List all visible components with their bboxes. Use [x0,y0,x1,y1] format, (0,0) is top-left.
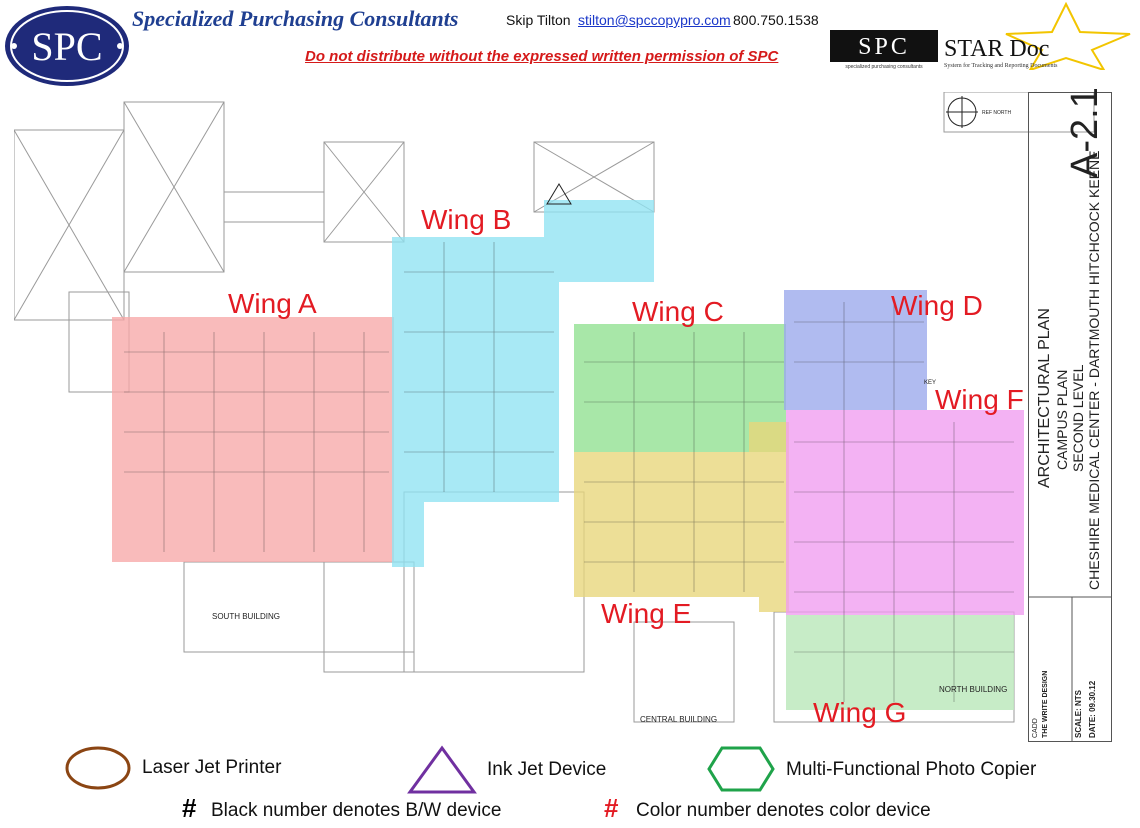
floor-plan: REF NORTH SOUTH BUILDING CENTRAL BUILDIN… [14,92,1095,724]
wing-b-label: Wing B [421,204,512,235]
logo-text: SPC [31,24,102,69]
designer-name: THE WRITE DESIGN [1042,670,1049,738]
key-label: KEY [924,380,936,386]
triangle-icon [407,745,477,794]
stardoc-logo: SPC specialized purchasing consultants S… [830,2,1131,70]
cadd-label: CADD [1032,718,1039,738]
legend-label-laser-jet: Laser Jet Printer [142,757,282,778]
wing-f-region [786,410,1024,615]
spc-logo: SPC [5,6,129,86]
wing-g-region [786,615,1014,710]
date-label: DATE: 09.30.12 [1088,680,1097,738]
hexagon-icon [707,746,775,792]
wing-g-label: Wing G [813,697,907,728]
wing-b-region [392,200,654,567]
company-name: Specialized Purchasing Consultants [132,6,459,31]
wing-d-label: Wing D [891,290,983,321]
building-label-north: NORTH BUILDING [939,685,1007,694]
distribution-warning: Do not distribute without the expressed … [305,48,779,65]
scale-label: SCALE: NTS [1074,690,1083,738]
oval-icon [65,746,131,790]
stardoc-spc: SPC [858,34,910,60]
wing-e-region [574,422,789,612]
contact-name: Skip Tilton [506,12,571,28]
title-block-frame [1028,92,1112,742]
stardoc-product-tagline: System for Tracking and Reporting Docume… [944,62,1058,69]
facility-name: CHESHIRE MEDICAL CENTER - DARTMOUTH HITC… [1086,150,1102,590]
wing-a-label: Wing A [228,288,317,319]
building-label-south: SOUTH BUILDING [212,612,280,621]
stardoc-spc-tagline: specialized purchasing consultants [845,64,923,70]
color-hash-icon: # [604,793,619,823]
color-note: Color number denotes color device [636,800,931,821]
north-arrow-icon [946,96,978,128]
bw-note: Black number denotes B/W device [211,800,502,821]
wing-c-label: Wing C [632,296,724,327]
wing-e-label: Wing E [601,598,692,629]
wing-f-label: Wing F [935,384,1024,415]
plan-level: SECOND LEVEL [1070,364,1086,472]
contact-phone: 800.750.1538 [733,12,819,28]
north-label: REF NORTH [982,110,1011,116]
title-block: A-2.1 ARCHITECTURAL PLAN CAMPUS PLAN SEC… [1028,87,1112,742]
bw-hash-icon: # [182,793,197,823]
contact-email-link[interactable]: stilton@spccopypro.com [578,12,731,28]
plan-subtitle: CAMPUS PLAN [1054,369,1070,470]
plan-title: ARCHITECTURAL PLAN [1036,308,1053,488]
ink-jet-marker-icon [546,183,572,205]
wing-a-region [112,317,394,562]
legend-label-copier: Multi-Functional Photo Copier [786,759,1037,780]
stardoc-product: STAR Doc [944,36,1049,62]
building-label-central: CENTRAL BUILDING [640,715,717,724]
wing-d-region [784,290,927,410]
legend-label-ink-jet: Ink Jet Device [487,759,607,780]
